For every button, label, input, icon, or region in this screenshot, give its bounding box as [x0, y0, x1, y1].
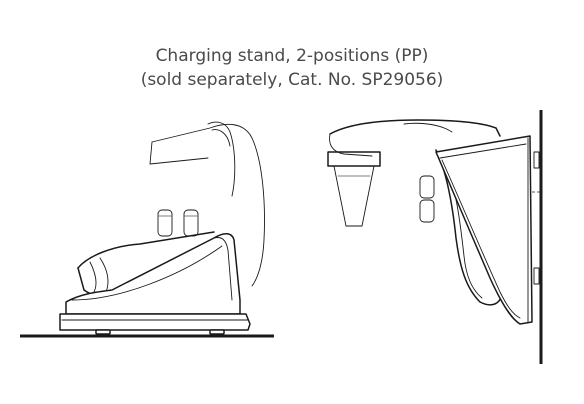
left-back-pipette [149, 121, 265, 287]
wall-bracket-top [533, 151, 540, 169]
wall-bracket-bottom [533, 267, 540, 285]
caption-subtitle: (sold separately, Cat. No. SP29056) [140, 70, 444, 90]
caption-title: Charging stand, 2-positions (PP) [155, 46, 429, 66]
right-stand-body [435, 135, 533, 325]
left-stand-body [59, 233, 251, 335]
